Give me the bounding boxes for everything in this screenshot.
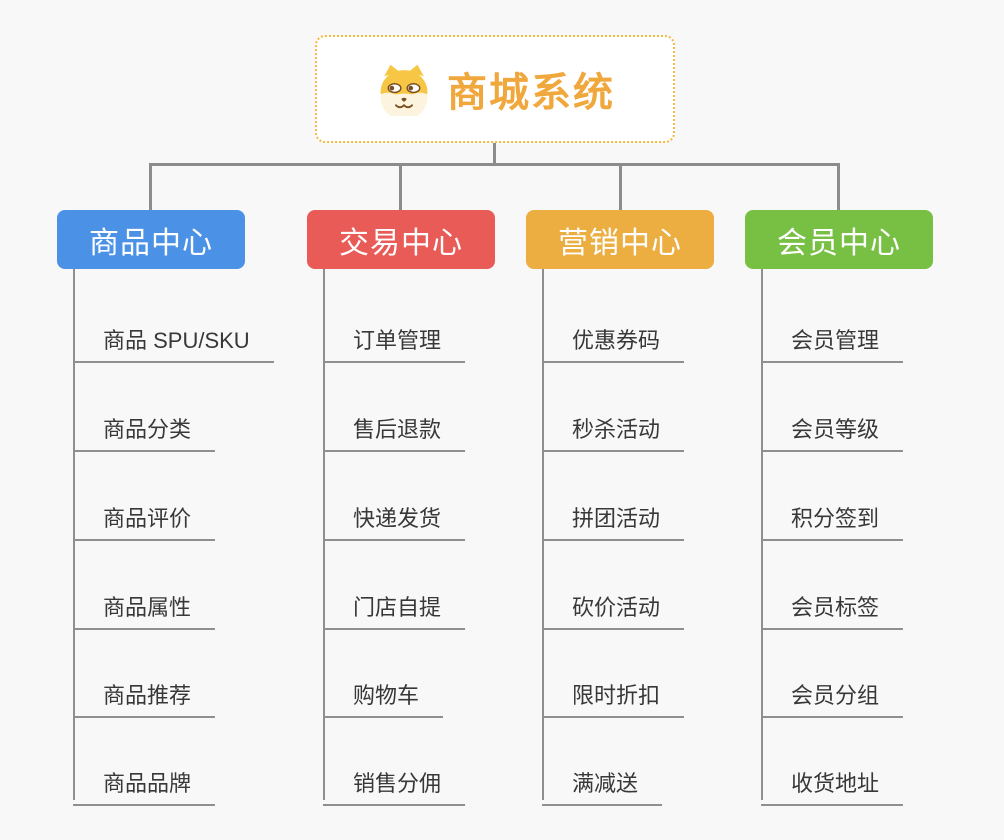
leaf-node[interactable]: 收货地址 [761,754,904,806]
branch-label: 商品中心 [89,226,213,260]
leaf-node[interactable]: 购物车 [323,666,444,718]
leaf-node[interactable]: 砍价活动 [542,578,685,630]
leaf-node[interactable]: 商品 SPU/SKU [73,311,274,363]
root-title: 商城系统 [447,71,615,115]
leaf-node[interactable]: 门店自提 [323,578,466,630]
connector-drop-2 [399,163,402,210]
connector-root-vertical [493,143,496,164]
leaf-node[interactable]: 会员等级 [761,400,904,452]
leaf-node[interactable]: 商品评价 [73,489,216,541]
trunk-line-trade [323,269,325,800]
branch-label: 交易中心 [339,226,463,260]
leaf-node[interactable]: 快递发货 [323,489,466,541]
leaf-node[interactable]: 商品推荐 [73,666,216,718]
connector-drop-3 [619,163,622,210]
trunk-line-members [761,269,763,800]
connector-bus [149,163,839,166]
leaf-node[interactable]: 限时折扣 [542,666,685,718]
leaf-node[interactable]: 积分签到 [761,489,904,541]
leaf-node[interactable]: 会员分组 [761,666,904,718]
leaf-node[interactable]: 会员标签 [761,578,904,630]
leaf-node[interactable]: 会员管理 [761,311,904,363]
dog-face-icon [380,64,428,116]
leaf-node[interactable]: 售后退款 [323,400,466,452]
trunk-line-marketing [542,269,544,800]
connector-drop-1 [149,163,152,210]
branch-node-products[interactable]: 商品中心 [57,210,245,269]
leaf-node[interactable]: 销售分佣 [323,754,466,806]
leaf-node[interactable]: 商品分类 [73,400,216,452]
branch-node-members[interactable]: 会员中心 [745,210,933,269]
leaf-node[interactable]: 订单管理 [323,311,466,363]
leaf-node[interactable]: 满减送 [542,754,663,806]
root-node[interactable]: 商城系统 [315,35,675,143]
leaf-node[interactable]: 秒杀活动 [542,400,685,452]
leaf-node[interactable]: 拼团活动 [542,489,685,541]
connector-drop-4 [837,163,840,210]
branch-label: 会员中心 [777,226,901,260]
leaf-node[interactable]: 商品属性 [73,578,216,630]
branch-label: 营销中心 [558,226,682,260]
leaf-node[interactable]: 商品品牌 [73,754,216,806]
branch-node-marketing[interactable]: 营销中心 [526,210,714,269]
trunk-line-products [73,269,75,800]
branch-node-trade[interactable]: 交易中心 [307,210,495,269]
leaf-node[interactable]: 优惠券码 [542,311,685,363]
